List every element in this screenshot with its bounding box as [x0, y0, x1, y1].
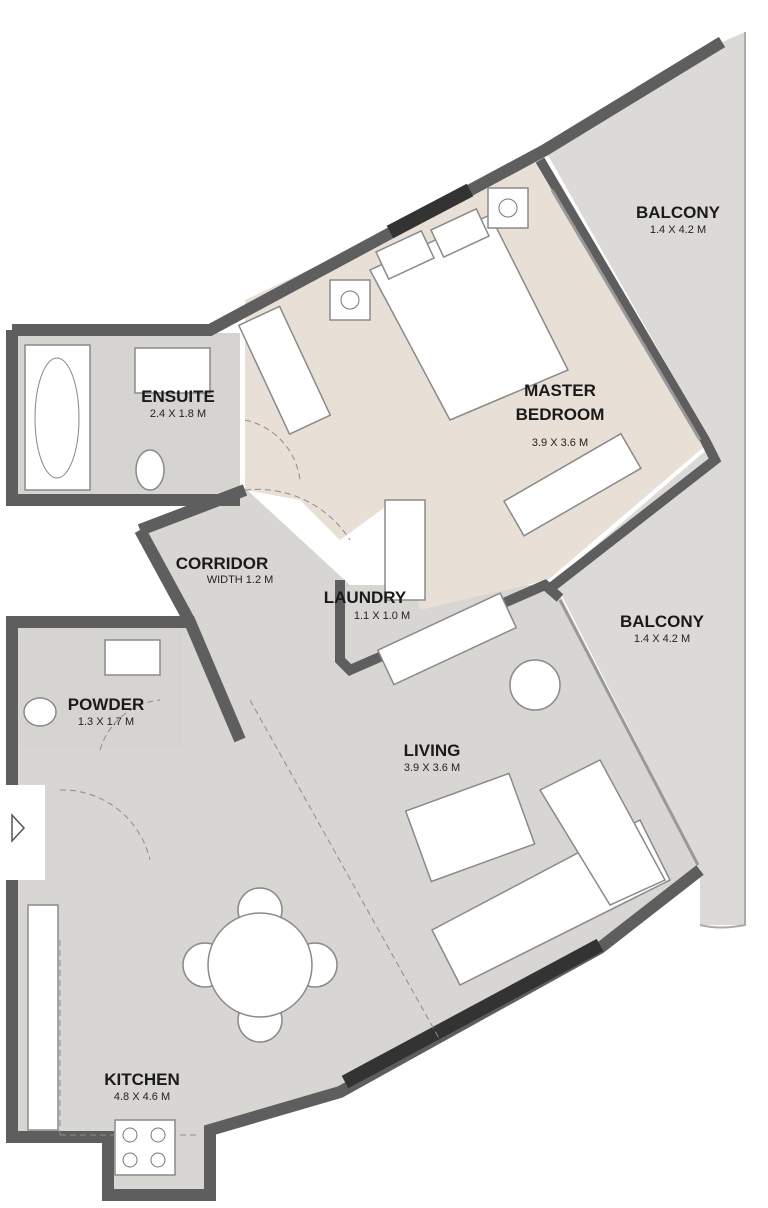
- door-powder[interactable]: [99, 699, 161, 751]
- nightstand-icon: [487, 187, 529, 229]
- tv-unit-icon: [376, 592, 518, 686]
- room-dims: 2.4 X 1.8 M: [150, 408, 206, 420]
- bed-icon: [368, 207, 570, 421]
- wall-laundry: [335, 579, 564, 676]
- room-name: ENSUITE: [141, 387, 215, 406]
- glazing-bedroom: [386, 183, 474, 239]
- room-dims: 1.4 X 4.2 M: [650, 224, 706, 236]
- room-name: BEDROOM: [516, 405, 605, 424]
- room-dims: 1.3 X 1.7 M: [78, 716, 134, 728]
- toilet-icon: [135, 449, 165, 491]
- room-dims: 1.1 X 1.0 M: [354, 610, 410, 622]
- room-name: LAUNDRY: [324, 588, 407, 607]
- wardrobe-icon: [384, 499, 426, 601]
- wall-corridor-west: [134, 527, 196, 625]
- wall-north: [12, 36, 726, 336]
- room-name: BALCONY: [636, 203, 721, 222]
- kitchen-counter-icon: [27, 904, 59, 1131]
- room-name: POWDER: [68, 695, 145, 714]
- glazing-living: [341, 938, 604, 1089]
- room-name: MASTER: [524, 381, 596, 400]
- door-entrance[interactable]: [59, 789, 151, 861]
- room-name: CORRIDOR: [176, 554, 269, 573]
- room-dims: 3.9 X 3.6 M: [532, 437, 588, 449]
- window-living: [558, 599, 700, 866]
- wall-bedroom-east: [535, 157, 722, 594]
- sink-icon: [134, 347, 211, 394]
- room-dims: 1.4 X 4.2 M: [634, 633, 690, 645]
- door-bedroom[interactable]: [244, 488, 351, 541]
- entrance-arrow-icon: [11, 813, 26, 843]
- room-dims: 3.9 X 3.6 M: [404, 762, 460, 774]
- dining-table-icon: [182, 887, 338, 1043]
- coffee-table-icon: [404, 772, 536, 883]
- sofa-icon: [430, 759, 672, 987]
- room-name: BALCONY: [620, 612, 705, 631]
- balcony-floor: [545, 32, 745, 925]
- nightstand-icon: [329, 279, 371, 321]
- window-bedroom: [550, 189, 702, 441]
- bathtub-icon: [24, 344, 91, 491]
- wall-corridor: [137, 484, 248, 536]
- wall-powder: [6, 616, 246, 785]
- wardrobe-icon: [237, 305, 332, 436]
- sink-icon: [104, 639, 161, 676]
- toilet-icon: [23, 697, 57, 727]
- room-dims: WIDTH 1.2 M: [207, 574, 274, 586]
- tv-unit-icon: [502, 432, 642, 537]
- armchair-icon: [509, 659, 561, 711]
- room-name: LIVING: [404, 741, 461, 760]
- zone-line: [249, 699, 441, 1041]
- cooktop-icon: [114, 1119, 176, 1176]
- room-name: KITCHEN: [104, 1070, 180, 1089]
- door-ensuite[interactable]: [244, 419, 301, 481]
- balcony-rail: [699, 32, 746, 929]
- room-dims: 4.8 X 4.6 M: [114, 1091, 170, 1103]
- wall-ensuite: [6, 330, 240, 506]
